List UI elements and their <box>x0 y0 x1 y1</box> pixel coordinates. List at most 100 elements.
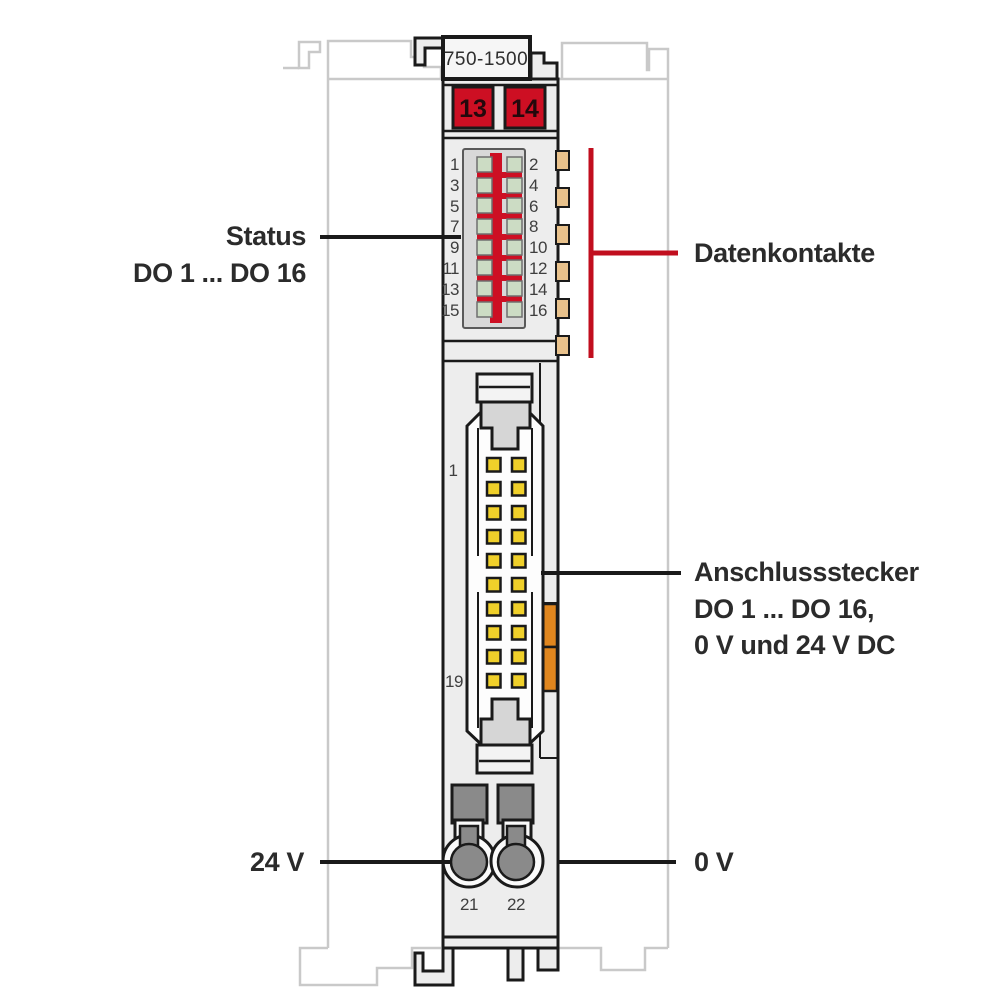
pin <box>510 552 527 569</box>
pin <box>510 600 527 617</box>
pin <box>510 576 527 593</box>
neighbor-module-outlines <box>283 39 670 987</box>
led-cell <box>476 197 493 214</box>
connector-pins <box>485 456 527 689</box>
svg-text:13: 13 <box>441 280 459 299</box>
pin <box>485 480 502 497</box>
connector-label-line3: 0 V und 24 V DC <box>694 630 895 660</box>
data-contact <box>555 298 570 319</box>
svg-text:10: 10 <box>529 238 547 257</box>
status-label-line1: Status <box>226 221 306 251</box>
svg-text:16: 16 <box>529 301 547 320</box>
led-cell <box>476 239 493 256</box>
pin <box>485 624 502 641</box>
svg-text:15: 15 <box>441 301 459 320</box>
led-cell <box>476 177 493 194</box>
data-contact <box>555 150 570 171</box>
led-cell <box>476 259 493 276</box>
connector-latch-top <box>479 400 532 451</box>
callout-data-contacts: Datenkontakte <box>588 148 876 358</box>
pin-1-label: 1 <box>449 461 458 480</box>
data-contact <box>555 187 570 208</box>
connector-label-line2: DO 1 ... DO 16, <box>694 594 874 624</box>
led-numbers-left: 1 3 5 7 9 11 13 15 <box>441 155 459 320</box>
bottom-band <box>441 935 560 950</box>
terminal-21-hole <box>449 842 489 882</box>
led-red-crossbars <box>477 172 522 302</box>
pin <box>485 528 502 545</box>
pin <box>510 456 527 473</box>
svg-text:5: 5 <box>450 197 459 216</box>
led-cell <box>506 259 523 276</box>
pin <box>510 480 527 497</box>
connector-label-line1: Anschlussstecker <box>694 557 920 587</box>
data-contact <box>555 261 570 282</box>
led-cell <box>506 280 523 297</box>
connector-handle-bottom <box>475 743 534 775</box>
svg-text:7: 7 <box>450 217 459 236</box>
supply-0v-label: 0 V <box>694 847 734 877</box>
svg-text:8: 8 <box>529 217 538 236</box>
pin <box>485 600 502 617</box>
pin <box>485 648 502 665</box>
power-jumper-13 <box>451 85 495 130</box>
led-cell <box>476 301 493 318</box>
pin <box>485 672 502 689</box>
led-cell <box>476 156 493 173</box>
led-cell <box>506 197 523 214</box>
pin <box>510 528 527 545</box>
pin <box>510 624 527 641</box>
neighbor-right-top <box>558 41 670 81</box>
bottom-hook-foot <box>413 946 455 987</box>
top-mounting-hook <box>413 36 447 67</box>
callout-24v: 24 V <box>250 847 451 877</box>
top-right-step <box>529 51 559 81</box>
part-number-box <box>441 35 532 81</box>
svg-text:3: 3 <box>450 176 459 195</box>
status-label-line2: DO 1 ... DO 16 <box>133 258 306 288</box>
pin <box>485 456 502 473</box>
pushbutton-22 <box>496 783 535 825</box>
svg-text:6: 6 <box>529 197 538 216</box>
bottom-middle-foot <box>506 946 525 982</box>
neighbor-left-bottom <box>298 946 441 987</box>
svg-text:9: 9 <box>450 238 459 257</box>
svg-text:4: 4 <box>529 176 538 195</box>
led-cell <box>476 280 493 297</box>
svg-text:1: 1 <box>450 155 459 174</box>
led-cells <box>476 156 523 318</box>
data-contact <box>555 224 570 245</box>
svg-text:2: 2 <box>529 155 538 174</box>
power-jumper-13-label: 13 <box>459 95 487 123</box>
svg-text:14: 14 <box>529 280 547 299</box>
connector-rails <box>477 428 533 728</box>
svg-text:12: 12 <box>529 259 547 278</box>
pin-19-label: 19 <box>445 672 463 691</box>
terminal-openings <box>449 824 536 882</box>
data-contacts <box>555 150 570 356</box>
power-jumper-14-label: 14 <box>511 95 539 123</box>
svg-text:11: 11 <box>442 259 459 278</box>
callout-status: Status DO 1 ... DO 16 <box>133 221 461 288</box>
data-contacts-label: Datenkontakte <box>694 238 875 268</box>
power-jumper-14 <box>503 85 547 130</box>
led-cell <box>506 156 523 173</box>
pin <box>485 576 502 593</box>
led-cell <box>506 218 523 235</box>
terminal-22-hole <box>496 842 536 882</box>
led-cell <box>476 218 493 235</box>
connector-section: 1 19 <box>445 363 559 775</box>
power-terminal-section: 21 22 <box>441 783 545 914</box>
led-numbers-right: 2 4 6 8 10 12 14 16 <box>529 155 547 320</box>
pushbutton-21 <box>450 783 489 825</box>
pin <box>485 552 502 569</box>
led-cell <box>506 239 523 256</box>
bottom-right-foot <box>536 946 560 972</box>
callout-connector: Anschlussstecker DO 1 ... DO 16, 0 V und… <box>541 557 920 660</box>
terminal-21-label: 21 <box>460 895 478 914</box>
pin <box>510 648 527 665</box>
neighbor-left-hook <box>297 40 322 70</box>
callout-0v: 0 V <box>557 847 734 877</box>
